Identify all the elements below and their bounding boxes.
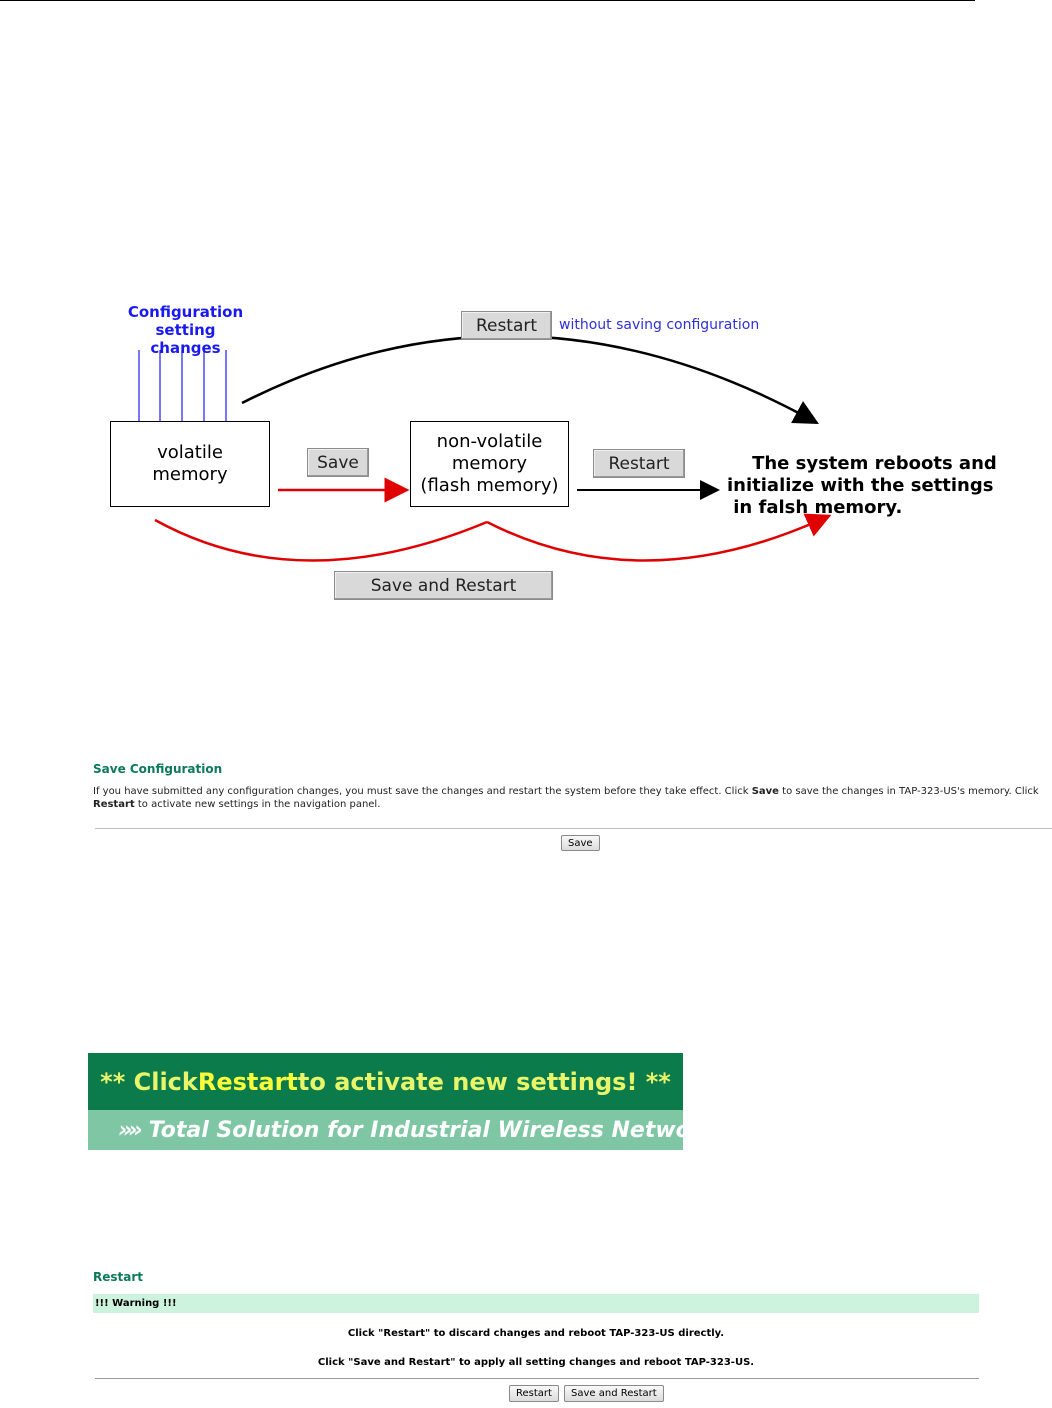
- warning-bar: !!! Warning !!!: [93, 1294, 979, 1313]
- nonvolatile-memory-box: non-volatile memory (flash memory): [410, 421, 569, 507]
- config-change-arrows: [134, 350, 231, 433]
- banner-tagline: »» Total Solution for Industrial Wireles…: [88, 1110, 683, 1150]
- restart-without-save-arc: [241, 334, 819, 424]
- top-restart-button[interactable]: Restart: [461, 311, 552, 340]
- save-config-description: If you have submitted any configuration …: [93, 786, 1039, 810]
- save-button-diagram[interactable]: Save: [307, 448, 369, 477]
- save-config-divider: [95, 828, 1052, 829]
- save-and-restart-arc-left: [154, 518, 488, 562]
- save-and-restart-button[interactable]: Save and Restart: [564, 1385, 664, 1402]
- without-saving-note: without saving configuration: [559, 317, 760, 333]
- top-rule: [0, 0, 975, 1]
- volatile-memory-box: volatile memory: [110, 421, 270, 507]
- save-button[interactable]: Save: [561, 835, 600, 851]
- config-changes-label: Configuration setting changes: [127, 303, 244, 357]
- restart-banner: ** Click Restart to activate new setting…: [88, 1053, 683, 1150]
- save-restart-instruction: Click "Save and Restart" to apply all se…: [317, 1357, 755, 1368]
- reboot-result-text: The system reboots and initialize with t…: [727, 453, 997, 518]
- banner-headline: ** Click Restart to activate new setting…: [88, 1053, 683, 1110]
- restart-instruction: Click "Restart" to discard changes and r…: [347, 1328, 725, 1339]
- restart-title: Restart: [93, 1270, 144, 1284]
- restart-divider: [95, 1378, 979, 1379]
- save-config-title: Save Configuration: [93, 762, 223, 776]
- restart-button[interactable]: Restart: [509, 1385, 559, 1402]
- save-and-restart-button-diagram[interactable]: Save and Restart: [334, 571, 553, 600]
- save-and-restart-arc-right: [486, 513, 832, 562]
- double-chevron-icon: »»: [118, 1117, 143, 1143]
- save-restart-diagram: Configuration setting changes Restart wi…: [0, 0, 1052, 640]
- restart-button-diagram[interactable]: Restart: [593, 449, 685, 478]
